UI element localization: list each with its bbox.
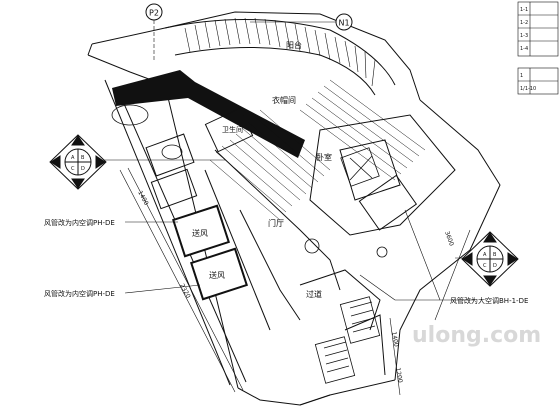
svg-text:N1: N1 (338, 19, 349, 28)
svg-text:C: C (71, 166, 75, 172)
legend-row-3: 1-3 (520, 33, 528, 39)
leader-left-upper: 风管改为内空调PH-DE (44, 218, 178, 227)
svg-text:P2: P2 (149, 9, 159, 18)
dimension-d4: 1200 (394, 367, 404, 383)
legend-row-2: 1-2 (520, 20, 528, 26)
dimension-d1: 1400 (136, 190, 149, 207)
legend2-row-1: 1 (520, 73, 523, 79)
legend-table-bottom (517, 67, 559, 95)
vent-box-upper (171, 204, 231, 258)
svg-text:A: A (483, 252, 487, 258)
watermark: ulong.com (412, 323, 541, 348)
floor-hatch (209, 79, 426, 221)
room-label-balcony: 阳台 (286, 40, 302, 50)
thick-wall (112, 70, 305, 158)
dimension-d3: 1400 (390, 331, 400, 347)
room-label-corridor: 过道 (306, 289, 322, 299)
room-label-vent-lower: 送风 (209, 270, 225, 280)
legend-row-4: 1-4 (520, 46, 528, 52)
leader-left-lower: 风管改为内空调PH-DE (44, 284, 201, 298)
dimension-lines (119, 167, 471, 396)
svg-text:风管改为大空调BH-1-DE: 风管改为大空调BH-1-DE (450, 296, 528, 305)
grid-marker-p2: P2 (145, 3, 163, 60)
svg-text:A: A (71, 155, 75, 161)
balcony-hatch (184, 17, 376, 87)
svg-text:风管改为内空调PH-DE: 风管改为内空调PH-DE (44, 218, 115, 227)
room-label-bed-area: 卧室 (316, 152, 332, 162)
svg-text:B: B (81, 155, 85, 161)
svg-text:B: B (493, 252, 497, 258)
leader-right-lower: 风管改为大空调BH-1-DE (359, 274, 528, 305)
building-outline (87, 11, 501, 406)
legend-row-1: 1-1 (520, 7, 528, 13)
dimension-d5: 3600 (443, 230, 455, 247)
legend2-row-2: 1/1-10 (520, 86, 536, 92)
svg-text:D: D (493, 263, 497, 269)
svg-text:风管改为内空调PH-DE: 风管改为内空调PH-DE (44, 289, 115, 298)
fixtures (111, 104, 388, 258)
vent-box-lower (189, 247, 249, 301)
elevation-symbol-left: A B C D (49, 134, 107, 190)
grid-marker-n1: N1 (250, 13, 353, 31)
elevation-symbol-right: A B C D (461, 231, 519, 287)
shelving (314, 296, 381, 384)
svg-text:C: C (483, 263, 487, 269)
bed (340, 147, 380, 187)
legend-table-top (517, 1, 559, 57)
room-label-hall: 门厅 (268, 218, 284, 228)
dimension-d2: 2320 (178, 283, 191, 300)
room-label-cloakroom: 衣帽间 (272, 95, 296, 105)
room-label-bath: 卫生间 (222, 125, 243, 134)
svg-text:D: D (81, 166, 85, 172)
room-label-vent-upper: 送风 (192, 228, 208, 238)
